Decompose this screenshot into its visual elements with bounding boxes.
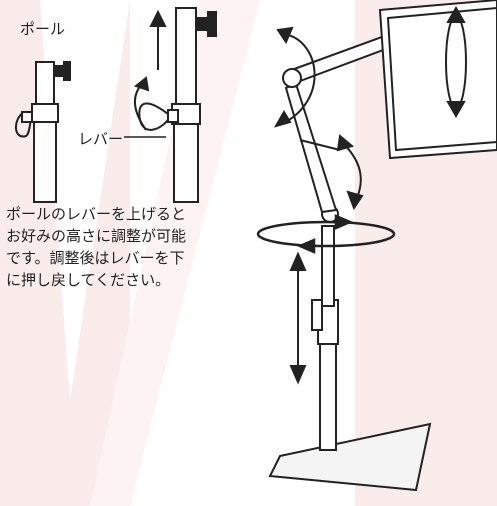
pole-label: ポール bbox=[20, 20, 66, 38]
arm-rotate-arrow-icon bbox=[273, 26, 316, 128]
pole-small-illustration bbox=[15, 61, 71, 203]
description-text: ポールのレバーを上げると お好みの高さに調整が可能 です。調整後はレバーを下 に… bbox=[6, 203, 256, 291]
description-line-3: です。調整後はレバーを下 bbox=[6, 249, 185, 267]
curved-arrow-icon bbox=[133, 76, 150, 131]
horizontal-rotate-arrow-icon bbox=[256, 214, 396, 254]
vertical-arrow-icon bbox=[289, 251, 307, 385]
description-line-1: ポールのレバーを上げると bbox=[6, 205, 187, 223]
up-arrow-icon bbox=[149, 9, 167, 70]
stand-illustration bbox=[268, 0, 497, 492]
rotate-arrow-icon bbox=[445, 5, 467, 119]
pole-large-illustration bbox=[138, 7, 217, 203]
soft-stripe bbox=[90, 0, 260, 506]
elbow-arrow-icon bbox=[336, 134, 364, 211]
description-line-2: お好みの高さに調整が可能 bbox=[6, 227, 187, 245]
lever-label: レバー bbox=[78, 130, 124, 148]
description-line-4: に押し戻してください。 bbox=[6, 271, 171, 289]
white-v-shape bbox=[40, 0, 130, 400]
